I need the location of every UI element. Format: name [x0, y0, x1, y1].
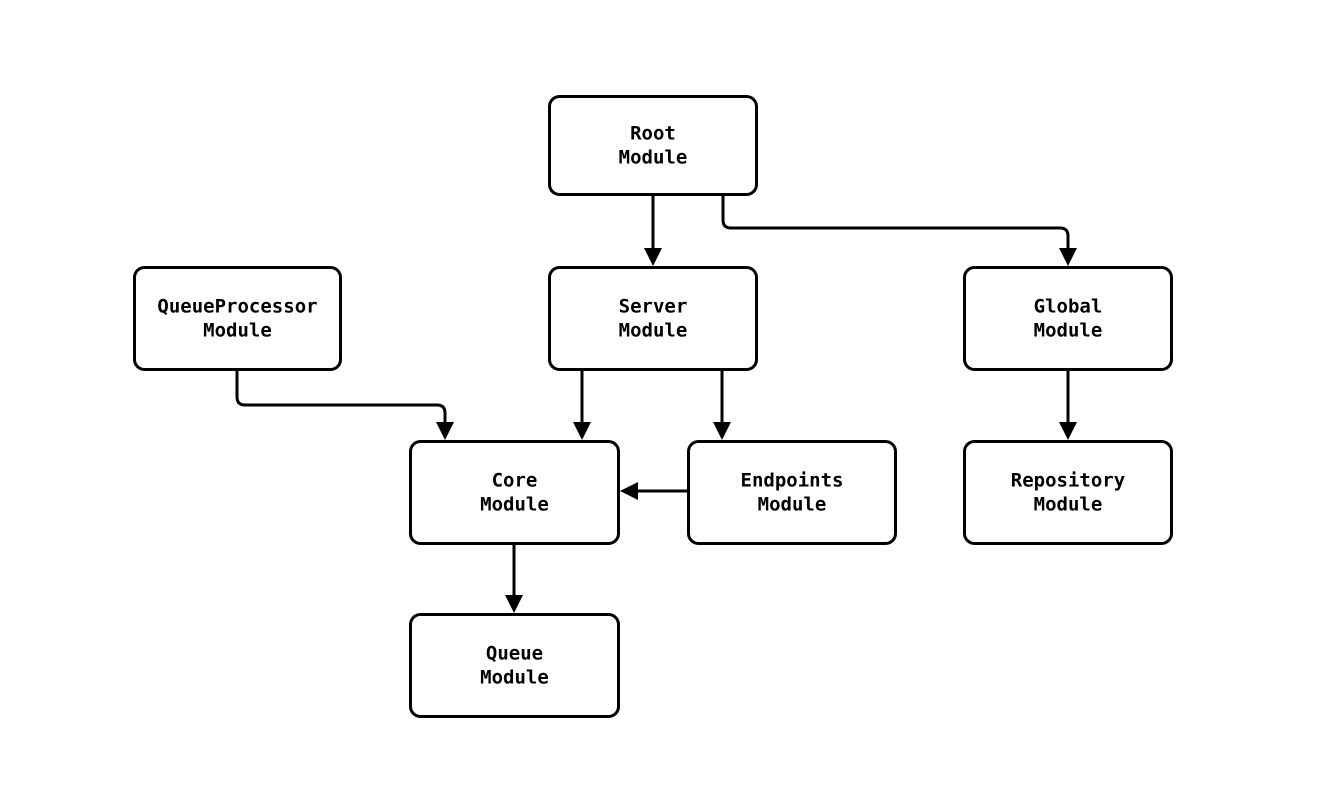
edge-server-to-endpoints-arrowhead-icon [713, 422, 731, 440]
edge-core-to-queue-arrowhead-icon [505, 595, 523, 613]
repository-module-box[interactable] [963, 440, 1173, 545]
edge-queueprocessor-to-core-arrowhead-icon [436, 422, 454, 440]
edge-root-to-global-line [721, 196, 1070, 250]
root-module-label-line2: Module [619, 146, 688, 168]
edge-queueprocessor-to-core [235, 371, 454, 440]
edge-global-to-repository-arrowhead-icon [1059, 422, 1077, 440]
edge-global-to-repository [1059, 371, 1077, 440]
root-module-box[interactable] [548, 95, 758, 196]
global-module-label-line1: Global [1034, 295, 1103, 317]
queue-module-label-line2: Module [480, 666, 549, 688]
global-module-label-line2: Module [1034, 319, 1103, 341]
endpoints-module-box[interactable] [687, 440, 897, 545]
root-module-label-line1: Root [630, 122, 676, 144]
edges-layer [235, 196, 1077, 613]
edge-server-to-core [573, 371, 591, 440]
server-module-label-line1: Server [619, 295, 688, 317]
endpoints-module-label-line1: Endpoints [741, 469, 844, 491]
edge-root-to-server-arrowhead-icon [644, 248, 662, 266]
repository-module-label-line2: Module [1034, 493, 1103, 515]
queueprocessor-module-label-line1: QueueProcessor [157, 295, 317, 317]
queueprocessor-module-label-line2: Module [203, 319, 272, 341]
core-module-box[interactable] [409, 440, 620, 545]
edge-endpoints-to-core [620, 482, 687, 500]
core-module-label-line1: Core [492, 469, 538, 491]
edge-endpoints-to-core-arrowhead-icon [620, 482, 638, 500]
global-module-box[interactable] [963, 266, 1173, 371]
edge-root-to-server [644, 196, 662, 266]
edge-server-to-core-arrowhead-icon [573, 422, 591, 440]
edge-root-to-global [721, 196, 1077, 266]
repository-module-label-line1: Repository [1011, 469, 1125, 491]
queueprocessor-module-box[interactable] [133, 266, 342, 371]
edge-root-to-global-arrowhead-icon [1059, 248, 1077, 266]
queue-module-label-line1: Queue [486, 642, 543, 664]
core-module-label-line2: Module [480, 493, 549, 515]
edge-server-to-endpoints [713, 371, 731, 440]
edge-queueprocessor-to-core-line [235, 371, 447, 424]
server-module-label-line2: Module [619, 319, 688, 341]
server-module-box[interactable] [548, 266, 758, 371]
edge-core-to-queue [505, 545, 523, 613]
endpoints-module-label-line2: Module [758, 493, 827, 515]
queue-module-box[interactable] [409, 613, 620, 718]
